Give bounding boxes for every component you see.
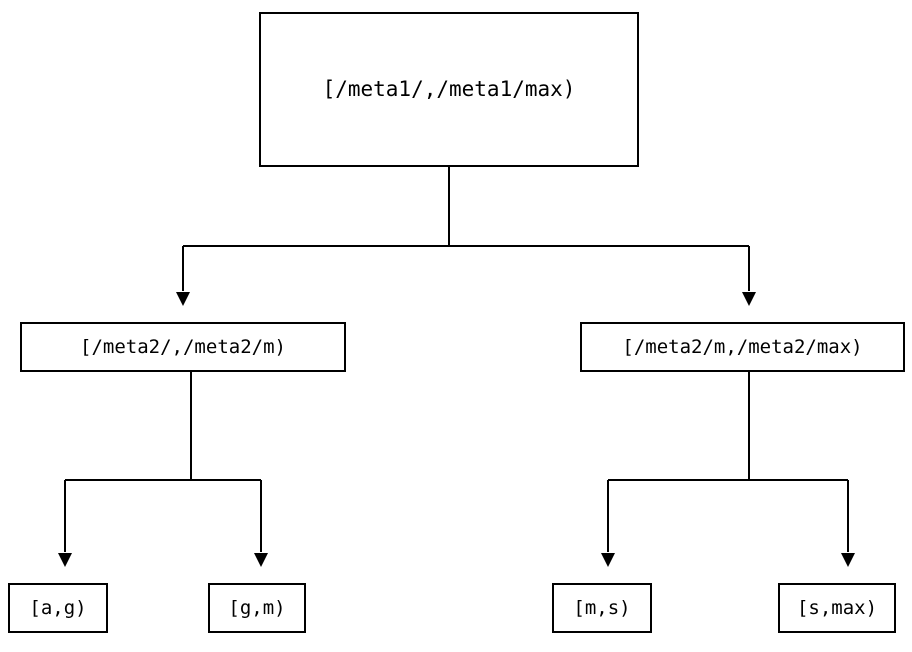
tree-node-branch-right-label: [/meta2/m,/meta2/max) bbox=[622, 335, 863, 358]
tree-node-leaf-ms-label: [m,s) bbox=[573, 596, 631, 619]
tree-node-root[interactable]: [/meta1/,/meta1/max) bbox=[259, 12, 639, 167]
tree-node-leaf-gm-label: [g,m) bbox=[228, 596, 286, 619]
tree-node-leaf-ag-label: [a,g) bbox=[29, 596, 87, 619]
tree-node-leaf-smax[interactable]: [s,max) bbox=[778, 583, 896, 633]
tree-node-leaf-ms[interactable]: [m,s) bbox=[552, 583, 652, 633]
tree-node-branch-left-label: [/meta2/,/meta2/m) bbox=[80, 335, 286, 358]
arrowhead-icon-to-branch-left bbox=[176, 292, 190, 306]
arrowhead-icon-to-leaf-ms bbox=[601, 553, 615, 567]
arrowhead-icon-to-leaf-gm bbox=[254, 553, 268, 567]
arrowhead-icon-to-leaf-ag bbox=[58, 553, 72, 567]
arrowhead-icon-to-branch-right bbox=[742, 292, 756, 306]
tree-node-branch-right[interactable]: [/meta2/m,/meta2/max) bbox=[580, 322, 905, 372]
tree-node-leaf-ag[interactable]: [a,g) bbox=[8, 583, 108, 633]
tree-node-branch-left[interactable]: [/meta2/,/meta2/m) bbox=[20, 322, 346, 372]
tree-node-root-label: [/meta1/,/meta1/max) bbox=[322, 77, 576, 101]
tree-node-leaf-gm[interactable]: [g,m) bbox=[208, 583, 306, 633]
tree-node-leaf-smax-label: [s,max) bbox=[796, 596, 878, 619]
arrowhead-icon-to-leaf-smax bbox=[841, 553, 855, 567]
